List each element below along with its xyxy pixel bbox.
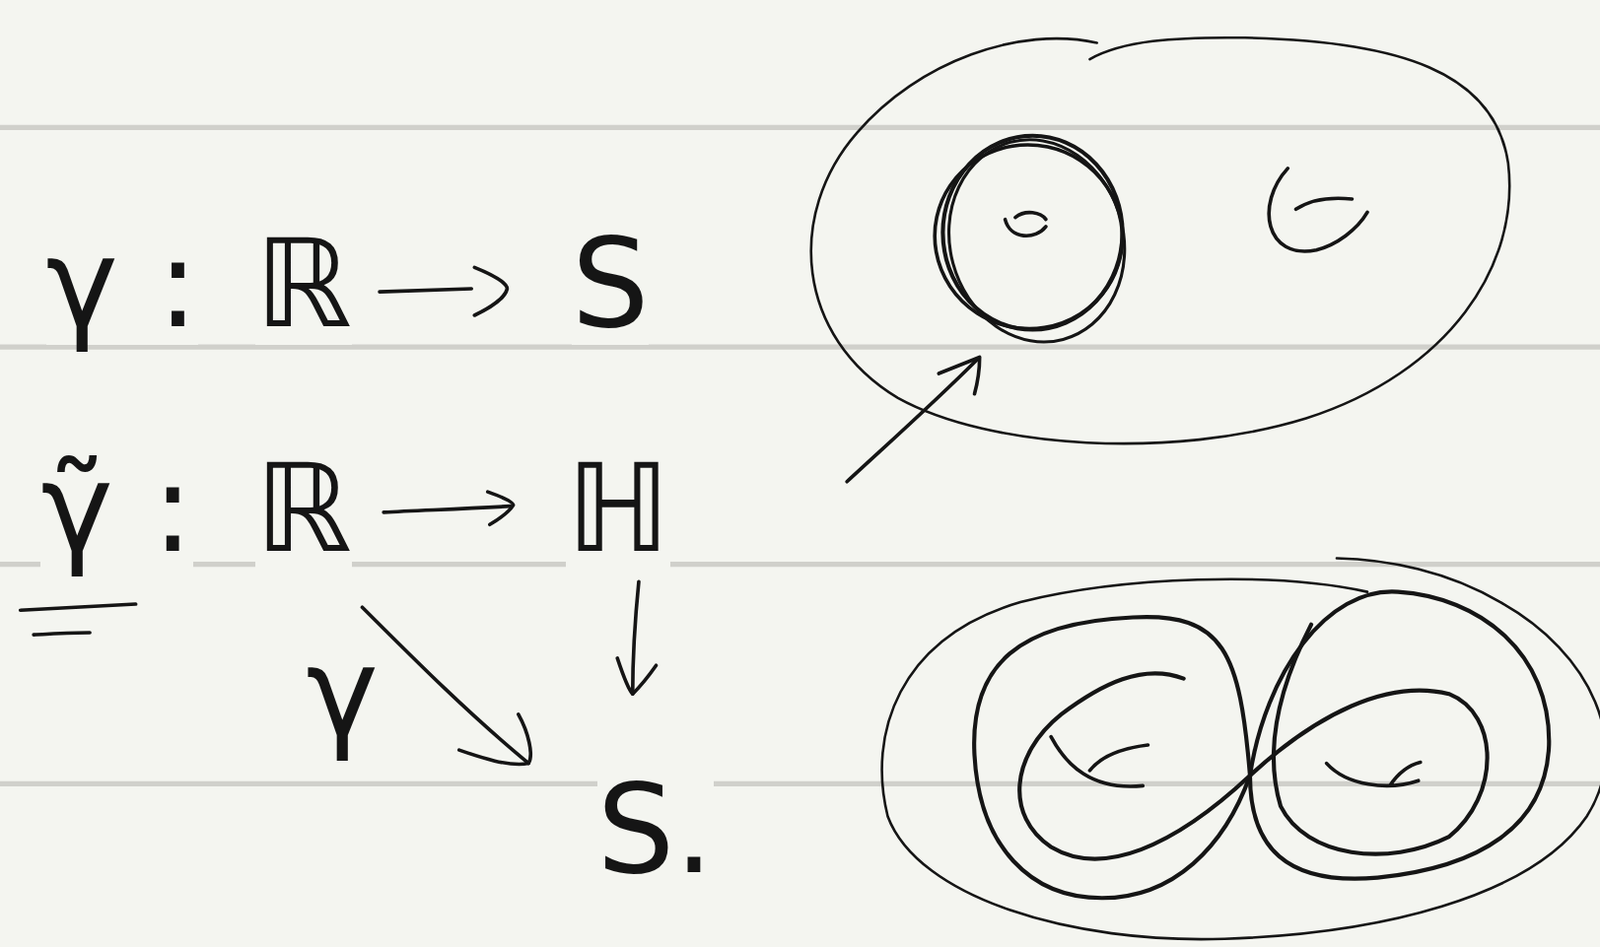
surface-hole [1005,212,1046,237]
surface-hole [1326,763,1421,787]
pointer-arrow [846,359,977,483]
map-name: γ [306,631,380,755]
arrow-head [459,714,531,766]
arrow-head [474,267,507,316]
surface-hole [1050,737,1148,787]
closed-curve [926,120,1148,363]
map-name: γ̃ : [40,447,194,570]
closed-curve [917,127,1140,347]
ruled-line [0,561,1600,567]
map-name: γ : [46,222,200,346]
surface-symbol: S [571,222,650,346]
ruled-lines [0,127,1600,784]
ruled-line [0,345,1600,350]
map-arrow [379,288,472,292]
map-arrow [632,581,639,695]
figure-eight-curve [1250,591,1549,879]
surface-outline [811,37,1510,444]
domain-symbol: ℝ [255,447,352,570]
surface-symbol: S. [597,768,714,892]
arrow-head [617,658,656,695]
map-arrow [361,607,529,764]
surface-hole [1268,168,1368,252]
map-arrow [383,506,510,513]
ruled-line [0,125,1600,131]
underline [33,632,90,635]
underline [20,604,137,611]
arrow-head [487,491,514,525]
arrow-head [938,356,979,394]
figure-eight-curve [1019,625,1487,860]
space-symbol: ℍ [565,447,671,570]
domain-symbol: ℝ [255,222,352,346]
surface-outline [882,557,1600,940]
